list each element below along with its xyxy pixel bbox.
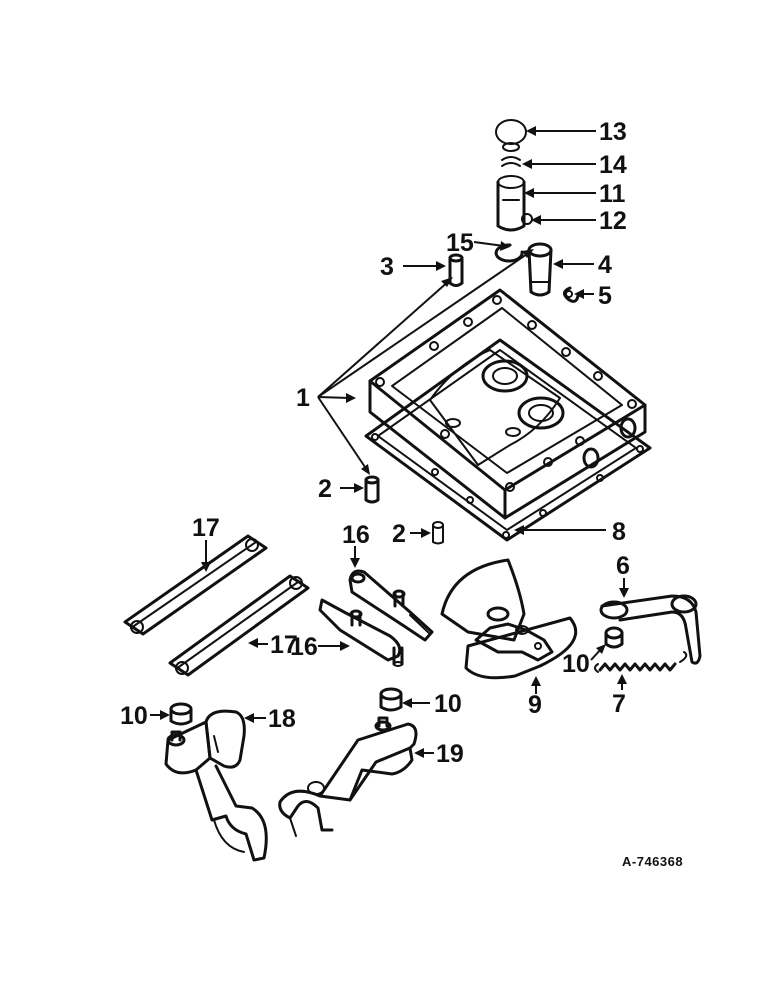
callout-8: 8 (612, 518, 626, 546)
part-8-gasket (364, 338, 652, 542)
part-9-shifter-guide-plate (440, 558, 578, 680)
part-18-shifter-fork (164, 709, 268, 862)
part-17-shifter-rail-lower (168, 574, 310, 677)
part-16-interlock-plate-lower (318, 598, 404, 667)
callout-17b: 17 (270, 631, 298, 659)
part-16-interlock-plate-upper (348, 569, 434, 642)
callout-4: 4 (598, 251, 612, 279)
callout-6: 6 (616, 552, 630, 580)
part-6-shifter-lever (599, 594, 702, 665)
callout-3: 3 (380, 253, 394, 281)
callout-13: 13 (599, 118, 627, 146)
callout-18: 18 (268, 705, 296, 733)
part-12-ball (521, 213, 533, 225)
callout-16b: 16 (290, 633, 318, 661)
callout-10-right: 10 (562, 650, 590, 678)
part-5-nut (563, 286, 580, 303)
part-2-dowel-pin-b (432, 521, 444, 545)
part-4-sleeve (527, 242, 553, 297)
callout-11: 11 (599, 180, 626, 208)
callout-2a: 2 (318, 475, 332, 503)
callout-10-middle: 10 (434, 690, 462, 718)
callout-9: 9 (528, 691, 542, 719)
part-7-spring (594, 651, 688, 673)
part-10-bushing-middle (379, 687, 403, 712)
callout-14: 14 (599, 151, 627, 179)
callout-12: 12 (599, 207, 627, 235)
callout-7: 7 (612, 690, 626, 718)
part-15-snap-ring (494, 243, 524, 263)
part-2-dowel-pin-a (364, 475, 380, 504)
leader-lines (150, 126, 629, 758)
part-3-dowel-pin (448, 253, 464, 287)
callout-5: 5 (598, 282, 612, 310)
part-10-bushing-left (169, 702, 193, 726)
part-10-bushing-right (604, 626, 624, 649)
reference-code: A-746368 (622, 854, 683, 869)
callout-2b: 2 (392, 520, 406, 548)
part-13-cap (495, 119, 527, 152)
callout-10-left: 10 (120, 702, 148, 730)
part-19-shifter-fork (278, 716, 418, 837)
callout-19: 19 (436, 740, 464, 768)
callout-17a: 17 (192, 514, 220, 542)
callout-16a: 16 (342, 521, 370, 549)
part-11-plunger (496, 175, 526, 232)
part-14-spring (501, 156, 521, 167)
callout-15: 15 (446, 229, 474, 257)
callout-1: 1 (296, 384, 310, 412)
